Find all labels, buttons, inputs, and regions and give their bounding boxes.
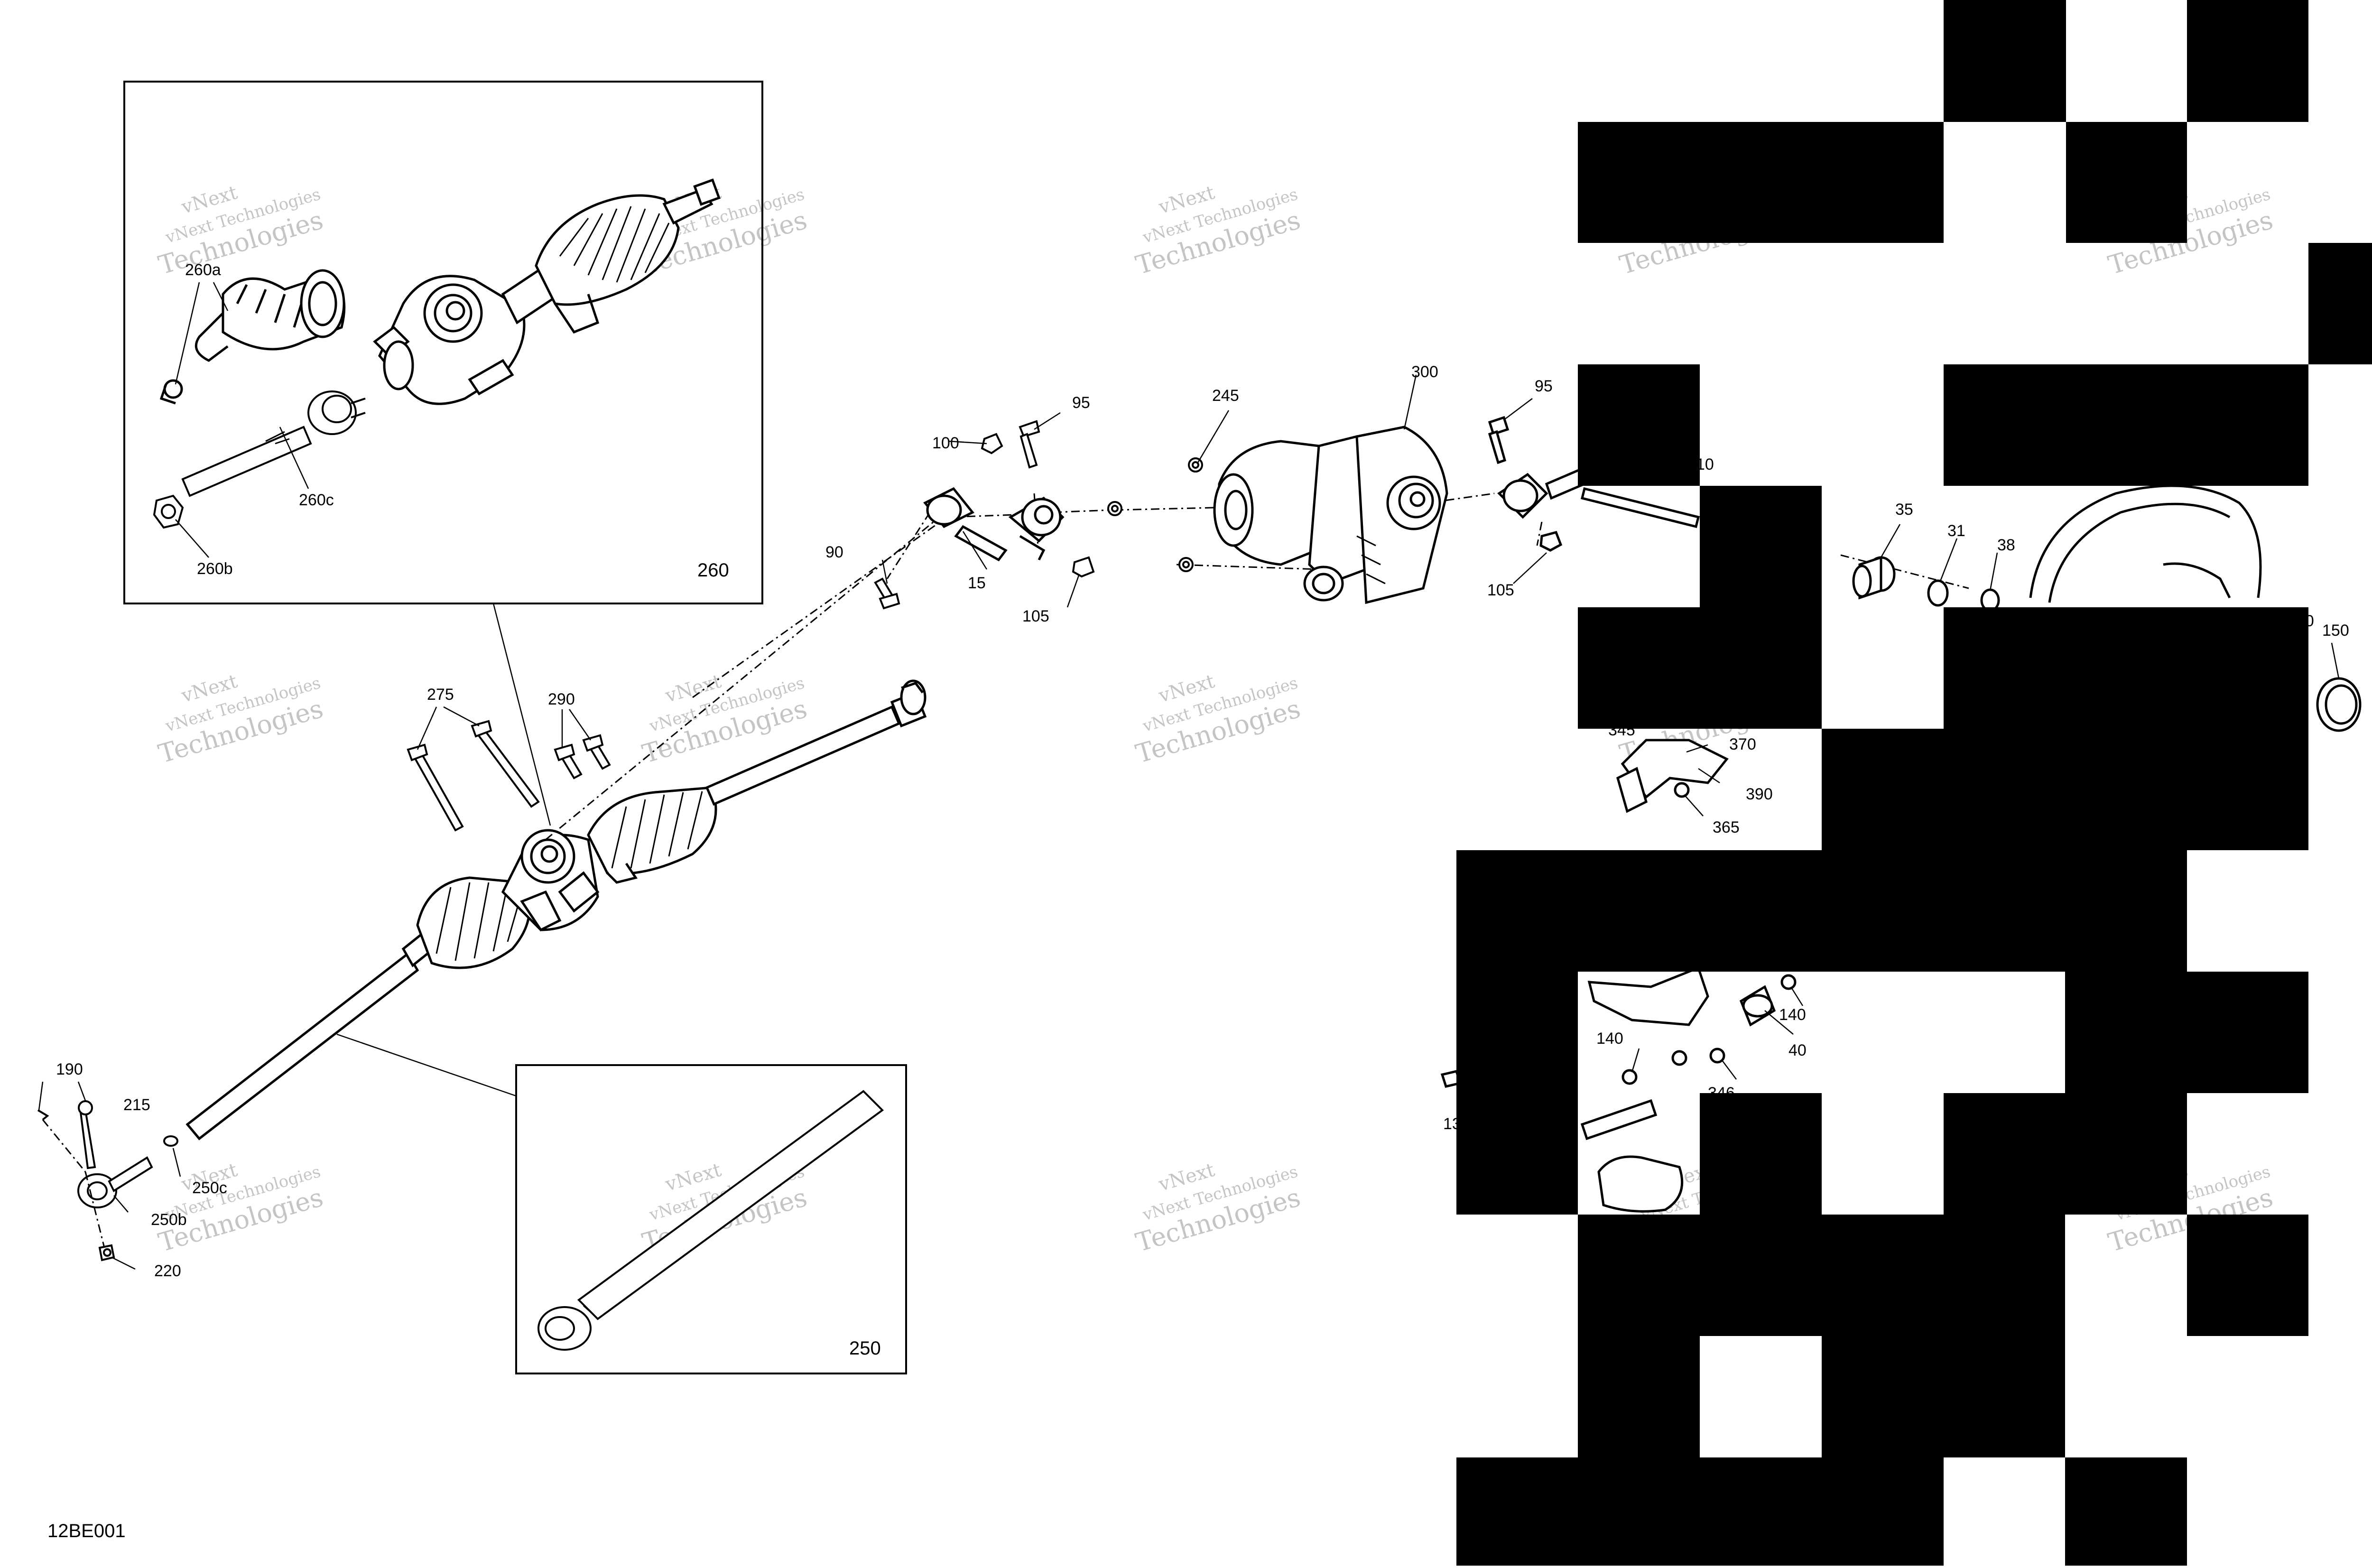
boot-lower	[1597, 1155, 1684, 1213]
nut-100	[981, 433, 1003, 455]
redaction-mask	[1456, 0, 2372, 1566]
callout-300: 300	[1411, 363, 1438, 381]
diagram-code: 12BE001	[47, 1521, 126, 1541]
callout-275: 275	[427, 686, 454, 704]
tie-rod-right	[705, 705, 901, 806]
bracket-370	[1621, 739, 1729, 799]
callout-35: 35	[1895, 501, 1913, 519]
bellows-right	[587, 786, 717, 875]
watermark: vNext vNext Technologies Technologies	[1132, 182, 1304, 280]
watermark: vNext vNext Technologies Technologies	[155, 670, 326, 769]
watermark: vNext vNext Technologies Technologies	[155, 182, 326, 280]
rack-housing	[373, 178, 721, 405]
inset-250-leader	[336, 1033, 517, 1097]
callout-140-b: 140	[1596, 1030, 1623, 1048]
callout-250c: 250c	[192, 1179, 227, 1197]
boot-260a	[159, 269, 346, 405]
assembly-lines	[42, 492, 1969, 1248]
main-rack	[185, 679, 927, 1141]
inset-260-frame	[123, 81, 763, 604]
callout-390: 390	[1746, 785, 1773, 803]
watermark: vNext vNext Technologies Technologies	[1132, 670, 1304, 769]
column-bracket	[1587, 966, 1709, 1026]
callout-95-b: 95	[1535, 377, 1553, 395]
callout-190: 190	[56, 1060, 83, 1078]
callout-100: 100	[932, 434, 959, 452]
callout-250b: 250b	[151, 1211, 187, 1229]
callout-245: 245	[1212, 387, 1239, 405]
callout-38: 38	[1997, 536, 2015, 554]
inset-260-labels: 260a 260c 260b	[185, 261, 334, 578]
callout-250: 250	[849, 1338, 881, 1359]
inset-260-leaders	[175, 282, 551, 826]
nut-105-a	[1072, 556, 1095, 578]
callout-140-a: 140	[1779, 1006, 1806, 1024]
watermark: vNext vNext Technologies Technologies	[155, 1159, 326, 1258]
inset-250: 250	[515, 1064, 907, 1374]
nut-140-a	[1780, 974, 1797, 990]
leader-lines	[38, 374, 2340, 1270]
column-bushings	[1852, 484, 2362, 732]
callout-105-a: 105	[1022, 607, 1049, 625]
upper-column-shaft	[1488, 416, 1700, 552]
callout-40: 40	[1788, 1041, 1807, 1059]
callout-220: 220	[154, 1262, 181, 1280]
steering-wheel	[2029, 484, 2262, 598]
rack-tube	[185, 952, 419, 1141]
bolts-275	[407, 720, 540, 832]
callout-290: 290	[548, 690, 575, 708]
fasteners-center	[874, 420, 1203, 610]
ring-31	[1927, 579, 1949, 607]
eps-unit-300	[1213, 426, 1448, 604]
nut-140-b	[1621, 1069, 1638, 1085]
inset-250-frame	[515, 1064, 907, 1374]
callout-15: 15	[968, 574, 986, 592]
callout-260b: 260b	[197, 560, 233, 578]
inner-tie-rod-260c	[181, 390, 366, 497]
bolts-290	[554, 734, 611, 779]
bolt-95-b	[1488, 416, 1510, 436]
callout-260a: 260a	[185, 261, 221, 279]
inset-260: 260	[123, 81, 763, 604]
callout-370: 370	[1729, 735, 1756, 753]
callout-105-b: 105	[1487, 581, 1514, 599]
nut-346	[1709, 1048, 1725, 1064]
callout-260c: 260c	[299, 491, 334, 509]
nut-365	[1674, 782, 1690, 798]
tie-rod-end-250	[37, 1100, 178, 1262]
watermark: vNext vNext Technologies Technologies	[639, 670, 810, 769]
lower-right-parts	[1440, 739, 1797, 1213]
intermediate-shaft-15	[923, 487, 1065, 562]
bolt-95-a	[1019, 420, 1040, 438]
watermark: vNext vNext Technologies Technologies	[1132, 1159, 1304, 1258]
nut-105-b	[1539, 531, 1563, 552]
callout-31: 31	[1947, 522, 1965, 540]
callout-260: 260	[697, 560, 729, 581]
callout-150: 150	[2322, 622, 2349, 640]
callout-90: 90	[825, 543, 843, 561]
callout-215: 215	[123, 1096, 150, 1114]
callout-365: 365	[1713, 818, 1740, 836]
callout-95-a: 95	[1072, 394, 1090, 412]
